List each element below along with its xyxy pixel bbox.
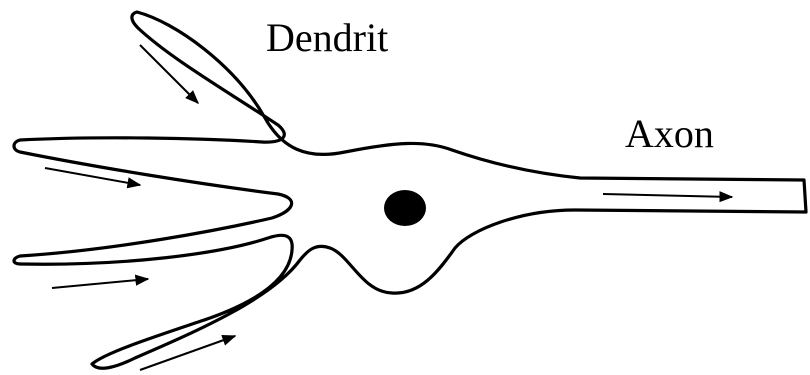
arrow-dendrite-lower-middle <box>52 279 148 288</box>
arrow-dendrite-bottom <box>140 336 235 370</box>
arrow-axon <box>603 194 732 197</box>
neuron-outline <box>14 12 806 368</box>
axon-label: Axon <box>625 114 714 154</box>
nucleus <box>384 190 426 226</box>
dendrite-label: Dendrit <box>266 18 388 58</box>
